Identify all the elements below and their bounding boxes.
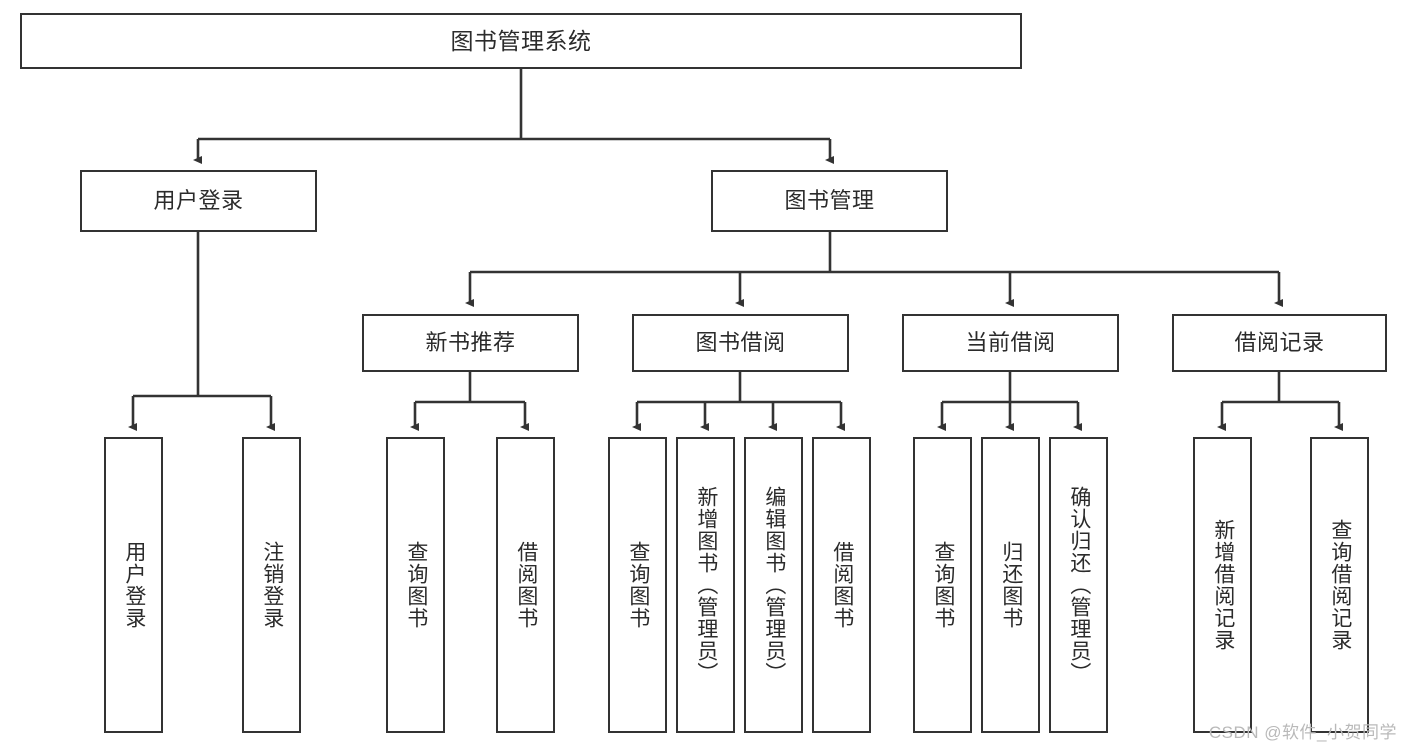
node-new-book-recommend[interactable]: 新书推荐 [362,314,579,372]
node-label: 查询图书 [931,541,955,629]
node-user-login[interactable]: 用户登录 [80,170,317,232]
leaf-borrow-record-query-record[interactable]: 查询借阅记录 [1310,437,1369,733]
node-label: 新增借阅记录 [1211,519,1235,651]
node-label: 用户登录 [122,541,146,629]
leaf-book-borrow-add-book-admin[interactable]: 新增图书（管理员） [676,437,735,733]
node-label: 借阅图书 [514,541,538,629]
node-label: 确认归还（管理员） [1067,486,1091,684]
node-label: 编辑图书（管理员） [762,486,786,684]
node-label: 图书借阅 [695,330,786,356]
node-label: 图书管理 [784,188,875,214]
node-label: 查询图书 [404,541,428,629]
node-label: 新增图书（管理员） [694,486,718,684]
node-label: 归还图书 [999,541,1023,629]
node-root-book-management-system[interactable]: 图书管理系统 [20,13,1022,69]
leaf-current-borrow-return-book[interactable]: 归还图书 [981,437,1040,733]
node-label: 查询借阅记录 [1328,519,1352,651]
leaf-book-borrow-borrow-book[interactable]: 借阅图书 [812,437,871,733]
node-label: 借阅记录 [1234,330,1325,356]
node-label: 新书推荐 [425,330,516,356]
leaf-new-book-borrow-book[interactable]: 借阅图书 [496,437,555,733]
node-book-management[interactable]: 图书管理 [711,170,948,232]
leaf-borrow-record-add-record[interactable]: 新增借阅记录 [1193,437,1252,733]
leaf-current-borrow-query-book[interactable]: 查询图书 [913,437,972,733]
leaf-user-login-login[interactable]: 用户登录 [104,437,163,733]
csdn-watermark: CSDN @软件_小贺同学 [1208,723,1397,742]
node-label: 当前借阅 [965,330,1056,356]
node-label: 借阅图书 [830,541,854,629]
leaf-current-borrow-confirm-return-admin[interactable]: 确认归还（管理员） [1049,437,1108,733]
node-label: 注销登录 [260,541,284,629]
node-current-borrow[interactable]: 当前借阅 [902,314,1119,372]
leaf-user-login-logout[interactable]: 注销登录 [242,437,301,733]
node-label: 用户登录 [153,188,244,214]
node-borrow-record[interactable]: 借阅记录 [1172,314,1387,372]
node-book-borrow[interactable]: 图书借阅 [632,314,849,372]
node-label: 查询图书 [626,541,650,629]
node-label: 图书管理系统 [450,27,592,54]
leaf-book-borrow-query-book[interactable]: 查询图书 [608,437,667,733]
leaf-new-book-query-book[interactable]: 查询图书 [386,437,445,733]
leaf-book-borrow-edit-book-admin[interactable]: 编辑图书（管理员） [744,437,803,733]
